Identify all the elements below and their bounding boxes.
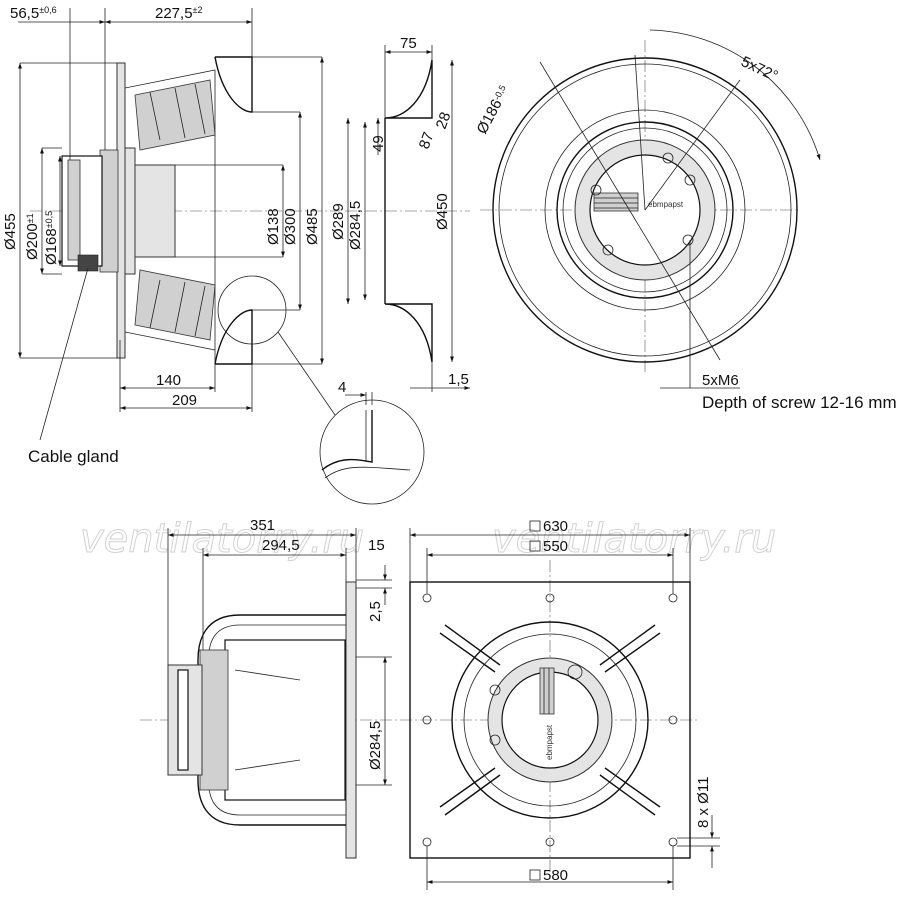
dim-485: Ø485 (304, 208, 321, 245)
angle-5x72: 5x72° (738, 53, 780, 85)
dim-28: 28 (433, 110, 455, 131)
screw-label: 5xM6 (702, 372, 739, 389)
cable-gland-label: Cable gland (28, 447, 119, 466)
dim-289: Ø289 (330, 203, 347, 240)
dim-351: 351 (250, 517, 275, 534)
dim-15: 15 (368, 537, 385, 554)
dim-284-5-b: Ø284,5 (367, 721, 384, 770)
dim-227-5: 227,5±2 (155, 5, 203, 22)
holes-label: 8 x Ø11 (695, 777, 712, 828)
dim-140: 140 (156, 372, 181, 389)
dim-580: 580 (543, 867, 568, 884)
screw-depth-label: Depth of screw 12-16 mm (702, 393, 897, 412)
front-view: ebmpapst 5x72° Ø186-0,5 5xM6 Depth of sc… (474, 29, 897, 412)
dim-87: 87 (416, 130, 438, 151)
dim-450: Ø450 (434, 193, 451, 230)
dim-75: 75 (400, 35, 417, 52)
dim-1-5: 1,5 (448, 371, 469, 388)
section-view: 75 28 87 49 Ø289 Ø284,5 Ø450 1,5 4 (319, 35, 470, 505)
side-view: 56,5±0,6 227,5±2 Ø455 Ø200±1 Ø168±0,5 Ø1… (2, 5, 340, 466)
dim-200: Ø200±1 (24, 213, 41, 260)
dim-284-5: Ø284,5 (347, 201, 364, 250)
dim-294-5: 294,5 (262, 537, 300, 554)
plate-brand: ebmpapst (545, 724, 554, 760)
plate-front-view: ebmpapst 630 550 580 8 x Ø11 (400, 518, 720, 890)
dim-186: Ø186-0,5 (474, 83, 514, 137)
dim-455: Ø455 (2, 213, 19, 250)
dim-300: Ø300 (282, 208, 299, 245)
plate-side-view: 351 294,5 15 2,5 Ø284,5 (140, 517, 400, 859)
dim-168: Ø168±0,5 (43, 211, 60, 265)
dim-138: Ø138 (265, 208, 282, 245)
front-view-brand: ebmpapst (648, 200, 684, 209)
dim-56-5: 56,5±0,6 (10, 5, 57, 22)
dim-209: 209 (172, 392, 197, 409)
dim-4: 4 (338, 379, 346, 396)
dim-550: 550 (543, 538, 568, 555)
dim-630: 630 (543, 518, 568, 535)
dim-2-5: 2,5 (367, 601, 384, 622)
dim-49: 49 (370, 135, 387, 152)
